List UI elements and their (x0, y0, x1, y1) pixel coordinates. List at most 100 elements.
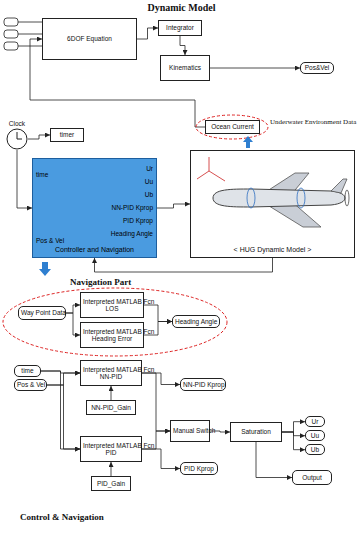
matlab-fcn-block: Interpreted MATLAB FcnNN-PID (80, 360, 142, 386)
inport-block: Pos & Vel (14, 379, 47, 391)
clock-block: Clock (6, 128, 28, 150)
node-text: Interpreted MATLAB Fcn (83, 366, 139, 373)
integrator-block: Integrator (158, 20, 202, 36)
signal-line (157, 204, 190, 208)
outport-block: Pos&Vel (300, 62, 334, 74)
clock-symbol (6, 128, 28, 150)
node-text: PID Kprop (184, 465, 214, 472)
node-text: Heading Angle (111, 230, 153, 237)
node-text: Heading Angle (175, 318, 217, 325)
glider-hull (213, 189, 345, 207)
highlight-ellipse (3, 288, 227, 356)
signal-line (282, 432, 305, 450)
matlab-fcn-block: Interpreted MATLAB FcnLOS (80, 292, 144, 318)
gain-block: NN-PID_Gain (86, 400, 136, 415)
model-block: < HUG Dynamic Model > (190, 150, 355, 258)
signal-line (142, 431, 170, 449)
node-text: Controller and Navigation (33, 246, 156, 254)
rotation-ring (297, 188, 305, 208)
inport-block: time (14, 365, 41, 377)
signal-line (95, 258, 273, 272)
glider-propeller (345, 190, 349, 206)
outport-block: Heading Angle (172, 315, 220, 328)
annotation-label: Underwater Environment Data (270, 118, 358, 126)
signal-line (210, 68, 300, 69)
node-text: Clock (9, 120, 25, 127)
node-text: Way Point Data (21, 309, 63, 316)
signal-line (282, 422, 305, 432)
diagram-caption: Control & Navigation (20, 512, 104, 522)
inport-symbol (4, 42, 18, 50)
signal-line (144, 305, 172, 322)
node-text: timer (60, 131, 74, 138)
signal-line (17, 150, 32, 208)
glider-fin (331, 179, 347, 193)
signal-line (142, 373, 170, 431)
node-text: Uu (311, 432, 319, 439)
node-text: time (21, 367, 33, 374)
node-text: Interpreted MATLAB Fcn (83, 442, 139, 449)
node-text: Ocean Current (211, 123, 254, 130)
node-text: Uu (145, 178, 153, 185)
subsystem-block: Kinematics (160, 55, 210, 81)
node-text: PID Kprop (123, 217, 153, 224)
gain-block: PID_Gain (91, 476, 131, 491)
node-text: NN-PID (100, 373, 122, 380)
node-text: Ur (146, 165, 153, 172)
signal-line (47, 385, 80, 449)
node-text: time (36, 171, 48, 178)
node-text: Pos & Vel (36, 237, 64, 244)
diagram-title: Dynamic Model (0, 2, 363, 13)
controller-subsystem: timePos & VelUrUuUbNN-PID KpropPID Kprop… (32, 158, 157, 258)
outport-block: Uu (305, 430, 325, 441)
clock-hands (17, 132, 22, 139)
signal-line (28, 135, 50, 139)
node-text: Manual Switch (173, 427, 207, 434)
node-text: Pos & Vel (17, 381, 44, 388)
annotation-label: Navigation Part (70, 277, 131, 287)
highlight-ellipse (196, 115, 268, 139)
outport-block: NN-PID Kprop (180, 378, 226, 391)
block-arrow (243, 136, 253, 148)
node-text: Output (302, 474, 322, 481)
matlab-fcn-block: Interpreted MATLAB FcnHeading Error (80, 322, 144, 348)
node-text: PID (106, 449, 117, 456)
node-text: Interpreted MATLAB Fcn (83, 328, 141, 335)
node-text: NN-PID Kprop (183, 381, 223, 388)
signal-line (66, 305, 80, 313)
signal-line (47, 373, 80, 385)
signal-line (137, 28, 158, 39)
node-text: NN-PID Kprop (111, 204, 153, 211)
outport-block: Ur (305, 416, 325, 427)
outport-block: Output (292, 470, 332, 485)
outport-block: PID Kprop (180, 462, 218, 475)
node-text: PID_Gain (97, 480, 125, 487)
signal-line (210, 431, 230, 432)
signal-line (180, 36, 185, 55)
node-text: Interpreted MATLAB Fcn (83, 298, 141, 305)
node-text: Integrator (166, 24, 194, 31)
data-block: Ocean Current (205, 120, 260, 134)
signal-line (142, 449, 180, 469)
signal-line (111, 386, 112, 400)
signal-line (66, 313, 80, 335)
matlab-fcn-block: Interpreted MATLAB FcnPID (80, 436, 142, 462)
inport-symbol (4, 30, 18, 38)
inport-block: Way Point Data (18, 306, 66, 320)
glider-illustration (191, 151, 354, 239)
node-text: < HUG Dynamic Model > (234, 246, 312, 254)
switch-block: Manual Switch (170, 420, 210, 442)
node-text: 6DOF Equation (67, 35, 112, 42)
signal-line (111, 462, 112, 476)
node-text: Ur (312, 418, 319, 425)
node-text: Heading Error (92, 335, 132, 342)
clock-face (7, 129, 27, 149)
block-arrow (39, 262, 51, 276)
inport-symbol (4, 18, 18, 26)
node-text: Pos&Vel (305, 64, 330, 71)
rotation-ring (247, 188, 255, 208)
axis-arrows (197, 157, 225, 181)
display-block: timer (50, 128, 84, 142)
node-text: Saturation (241, 428, 271, 435)
signal-line (144, 322, 172, 336)
